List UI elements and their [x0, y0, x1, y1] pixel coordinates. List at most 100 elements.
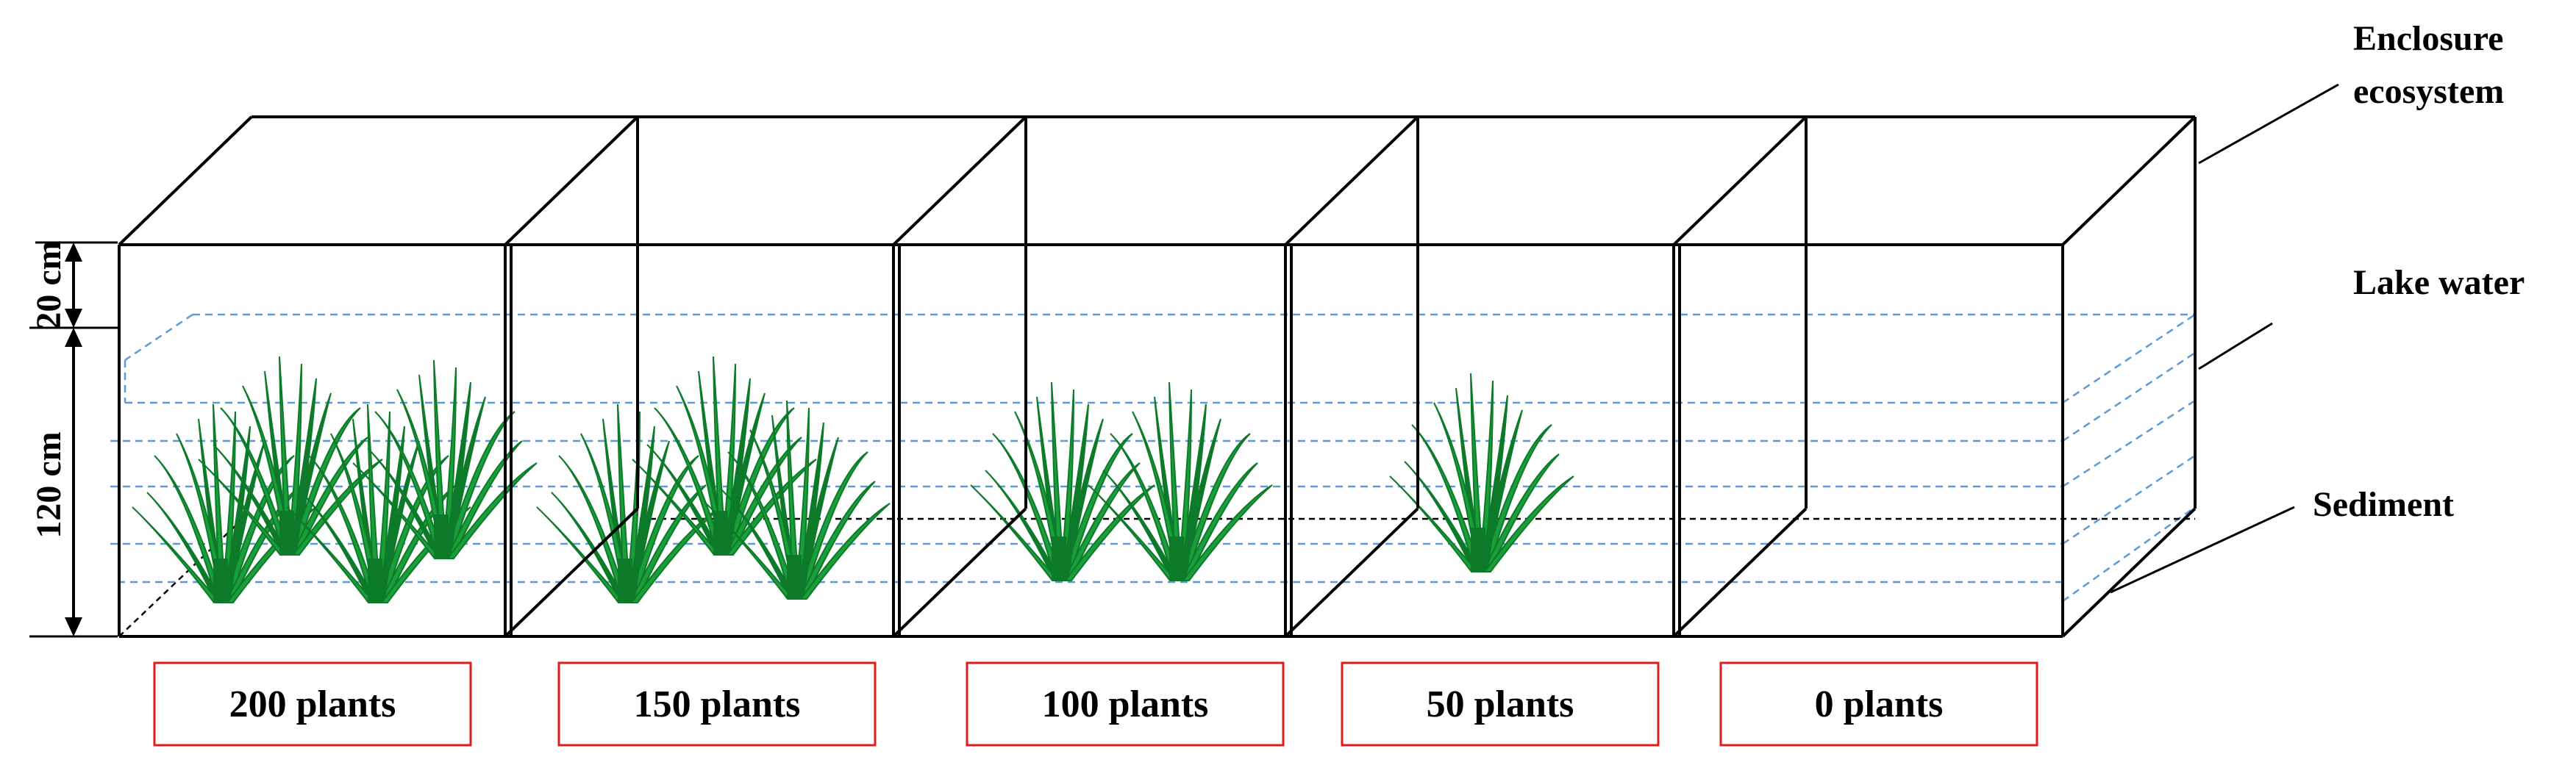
plant-blade [1180, 462, 1258, 581]
plant-blade [198, 459, 288, 556]
plant-tuft-7 [970, 381, 1155, 581]
plant-blade [985, 470, 1062, 581]
plant-stem [1052, 536, 1066, 581]
plant-blade [213, 444, 290, 556]
plant-blade [627, 426, 655, 603]
water-side-line-1 [2062, 351, 2196, 442]
plant-stem [434, 514, 449, 559]
plant-blade [632, 459, 722, 556]
dim-arrowhead-top-down [65, 309, 82, 328]
plant-blade [705, 503, 796, 600]
plant-tuft-3 [352, 359, 538, 559]
plant-blade [1470, 373, 1484, 572]
plant-blade [292, 459, 383, 556]
enclosure-label-4: 0 plants [1719, 661, 2038, 747]
frame-bottom-diagonal-5 [2061, 507, 2197, 638]
plant-blade [1483, 475, 1574, 572]
plant-blade [1061, 403, 1089, 581]
plant-blade [713, 356, 727, 556]
plant-blade [1051, 381, 1065, 581]
enclosure-label-2: 100 plants [966, 661, 1285, 747]
plant-tuft-4 [536, 403, 721, 603]
enclosure-label-3: 50 plants [1341, 661, 1660, 747]
frame-bottom-diagonal-2 [892, 507, 1027, 638]
callout-sediment: Sediment [2313, 485, 2454, 524]
plant-blade [1064, 484, 1155, 581]
frame-bottom-diagonal-4 [1672, 507, 1808, 638]
plant-blade [798, 481, 876, 600]
callout-enclosure-line2: ecosystem [2353, 72, 2504, 111]
frame-top-diagonal-3 [1284, 115, 1419, 246]
plant-blade [1063, 462, 1141, 581]
plant-blade [796, 422, 824, 600]
leader-lake-water [2198, 322, 2273, 370]
dim-label-bottom: 120 cm [29, 431, 68, 538]
plant-blade [536, 506, 627, 603]
plant-blade [279, 356, 293, 556]
plant-blade [377, 426, 405, 603]
plant-blade [1169, 381, 1182, 581]
plant-blade [380, 506, 471, 603]
frame-bottom-diagonal-1 [504, 507, 639, 638]
water-side-line-3 [2062, 454, 2196, 545]
plant-blade [629, 484, 707, 603]
dim-label-top: 20 cm [29, 240, 68, 329]
frame-top-diagonal-0 [118, 115, 253, 246]
plant-blade [289, 378, 317, 556]
enclosure-label-box [153, 661, 472, 747]
water-side-line-2 [2062, 399, 2196, 488]
plant-stem [279, 511, 294, 555]
dim-arrowhead-top-up [65, 243, 82, 262]
plant-blade [786, 400, 800, 600]
plant-blade [1102, 470, 1180, 581]
enclosure-label-box [1719, 661, 2038, 747]
callout-lake-water: Lake water [2353, 263, 2525, 302]
plant-blade [1389, 475, 1480, 572]
plant-blade [445, 440, 523, 559]
dim-arrowhead-bottom-up [65, 328, 82, 347]
enclosure-label-text: 0 plants [1815, 683, 1944, 725]
plant-stem [1471, 528, 1485, 572]
enclosure-label-text: 100 plants [1042, 683, 1209, 725]
plant-stem [618, 559, 632, 603]
plant-blade [1404, 461, 1481, 572]
leader-enclosure [2198, 83, 2339, 165]
plant-blade [1182, 484, 1273, 581]
plant-stem [213, 559, 228, 603]
dim-arrowhead-bottom-down [65, 617, 82, 636]
plant-blade [433, 359, 447, 559]
enclosure-label-1: 150 plants [557, 661, 877, 747]
plant-tuft-0 [132, 403, 317, 603]
plant-tuft-9 [1389, 373, 1574, 572]
plant-blade [1480, 395, 1508, 572]
enclosure-label-text: 200 plants [229, 683, 396, 725]
callout-enclosure-line1: Enclosure [2353, 19, 2503, 58]
plants-layer [132, 356, 1574, 603]
plant-tuft-5 [632, 356, 817, 556]
plant-blade [446, 462, 538, 559]
water-side-line-4 [2062, 506, 2196, 603]
enclosure-label-text: 50 plants [1427, 683, 1574, 725]
enclosure-frames [118, 115, 2197, 638]
plant-blade [223, 426, 251, 603]
plant-blade [1179, 403, 1207, 581]
plant-blade [367, 403, 381, 603]
plant-blade [146, 492, 224, 603]
plant-blade [352, 462, 443, 559]
plant-blade [726, 459, 817, 556]
water-side-line-0 [2062, 313, 2196, 404]
plant-blade [970, 484, 1060, 581]
frame-top-diagonal-4 [1672, 115, 1808, 246]
plant-blade [617, 403, 631, 603]
plant-stem [787, 555, 802, 599]
plant-stem [1169, 536, 1184, 581]
callout-labels: Enclosure ecosystem Lake water Sediment [2313, 19, 2525, 524]
plant-blade [646, 444, 724, 556]
enclosure-label-box [966, 661, 1285, 747]
plant-blade [213, 403, 226, 603]
plant-blade [367, 448, 444, 559]
enclosure-label-0: 200 plants [153, 661, 472, 747]
plant-blade [301, 492, 378, 603]
enclosure-labels: 200 plants 150 plants 100 plants 50 plants 0… [153, 661, 2038, 747]
